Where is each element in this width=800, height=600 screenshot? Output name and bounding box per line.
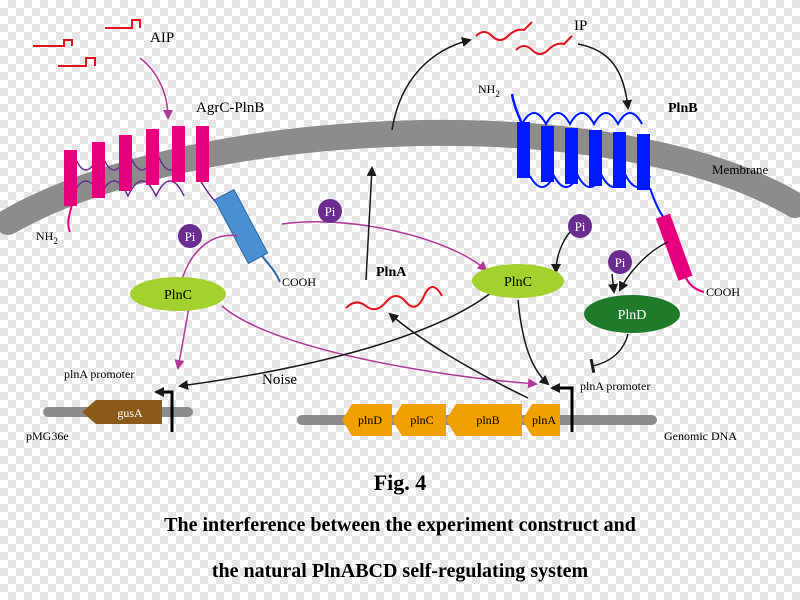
cooh-left-label: COOH [282,275,316,289]
cooh-right-label: COOH [706,285,740,299]
plnc-right: PlnC [472,264,564,298]
plnd: PlnD [584,295,680,333]
pi-phosphate-group-2: Pi [318,199,342,223]
pmg36e-label: pMG36e [26,429,69,443]
plna-peptide [345,286,443,311]
nh2-left-label: NH2 [36,229,58,246]
agrc-plnb-label: AgrC-PlnB [196,100,264,116]
svg-text:Pi: Pi [185,229,196,244]
aip-peptides [33,19,141,67]
ip-peptides [475,21,573,55]
gene-plna: plnA [522,404,560,436]
svg-text:gusA: gusA [117,406,143,420]
pi-phosphate-group-1: Pi [178,224,202,248]
plnb-label: PlnB [668,101,698,116]
pmg36e-plasmid: gusA [43,387,193,432]
svg-text:plnD: plnD [358,413,382,427]
agrc-plnb-receptor [64,126,281,283]
svg-text:Pi: Pi [325,204,336,219]
svg-text:PlnD: PlnD [618,308,647,323]
svg-text:plnA: plnA [532,413,556,427]
gene-plnd: plnD [342,404,392,436]
ip-label: IP [574,18,587,34]
svg-text:plnC: plnC [410,413,433,427]
genomic-dna-label: Genomic DNA [664,429,737,443]
svg-text:PlnC: PlnC [164,288,192,303]
gene-plnc: plnC [392,404,446,436]
plna-promoter-right-label: plnA promoter [580,379,650,393]
plnc-left: PlnC [130,277,226,311]
plna-label: PlnA [376,265,407,280]
pi-phosphate-group-3: Pi [568,214,592,238]
svg-text:Pi: Pi [615,255,626,270]
svg-text:plnB: plnB [476,413,499,427]
caption-line-1: The interference between the experiment … [164,514,636,536]
gene-plnb: plnB [446,404,522,436]
regulation-arrows [178,37,669,399]
pi-phosphate-group-4: Pi [608,250,632,274]
plna-promoter-left-label: plnA promoter [64,367,134,381]
aip-label: AIP [150,30,174,46]
membrane-label: Membrane [712,162,769,177]
svg-text:PlnC: PlnC [504,275,532,290]
nh2-right-label: NH2 [478,82,500,99]
caption-line-2: the natural PlnABCD self-regulating syst… [211,560,589,582]
plnb-receptor [510,93,705,293]
figure-number: Fig. 4 [373,470,427,495]
noise-label: Noise [262,372,297,388]
svg-text:Pi: Pi [575,219,586,234]
genomic-dna: plnD plnC plnB plnA [297,383,657,436]
